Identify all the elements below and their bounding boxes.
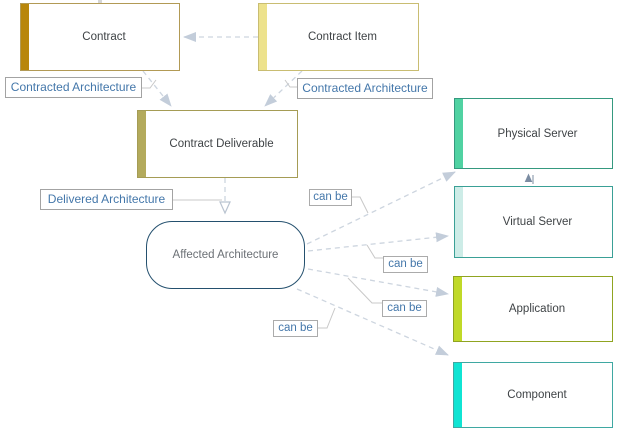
node-contract-deliverable-label: Contract Deliverable: [169, 138, 274, 150]
node-component-color-stripe: [454, 363, 462, 427]
node-component[interactable]: Component: [453, 362, 613, 428]
edge-label-delivered-architecture[interactable]: Delivered Architecture: [40, 189, 173, 210]
label-hook-can-be-component: [318, 307, 336, 329]
node-virtual-server[interactable]: Virtual Server: [454, 186, 613, 258]
edge-label-can-be-application[interactable]: can be: [382, 300, 427, 317]
node-contract-label: Contract: [82, 31, 126, 43]
node-application[interactable]: Application: [453, 276, 613, 342]
node-application-color-stripe: [454, 277, 462, 341]
label-hook-contracted-architecture-2: [284, 79, 297, 88]
node-component-label: Component: [507, 389, 567, 401]
label-hook-can-be-virtual: [366, 244, 384, 259]
node-application-label: Application: [508, 303, 566, 315]
node-contract-item[interactable]: Contract Item: [258, 3, 419, 71]
node-contract-deliverable-color-stripe: [138, 111, 146, 177]
node-physical-server-color-stripe: [455, 99, 463, 168]
edge-label-contracted-architecture-2[interactable]: Contracted Architecture: [297, 78, 433, 99]
node-physical-server-label: Physical Server: [497, 127, 578, 140]
label-hook-can-be-application: [347, 277, 382, 304]
node-contract-item-color-stripe: [259, 4, 267, 70]
node-contract-item-label: Contract Item: [307, 31, 378, 43]
node-contract-color-stripe: [21, 4, 29, 70]
node-virtual-server-label: Virtual Server: [502, 216, 573, 228]
edge-label-can-be-virtual[interactable]: can be: [383, 256, 428, 273]
edge-label-can-be-component[interactable]: can be: [273, 320, 318, 337]
node-affected-architecture-label: Affected Architecture: [172, 249, 279, 261]
node-contract[interactable]: Contract: [20, 3, 180, 71]
edge-label-can-be-physical[interactable]: can be: [309, 189, 352, 206]
label-hook-can-be-physical: [351, 196, 369, 214]
edge-affected-to-component: [296, 288, 449, 356]
node-contract-deliverable[interactable]: Contract Deliverable: [137, 110, 298, 178]
node-physical-server[interactable]: Physical Server: [454, 98, 613, 169]
node-virtual-server-color-stripe: [455, 187, 463, 257]
edge-contract-to-deliverable: [142, 70, 172, 107]
label-hook-contracted-architecture-1: [142, 79, 157, 89]
edge-affected-to-physical-server: [306, 171, 456, 245]
edge-affected-to-virtual-server: [307, 232, 449, 252]
edge-label-contracted-architecture-1[interactable]: Contracted Architecture: [5, 77, 142, 98]
node-affected-architecture[interactable]: Affected Architecture: [146, 221, 305, 289]
